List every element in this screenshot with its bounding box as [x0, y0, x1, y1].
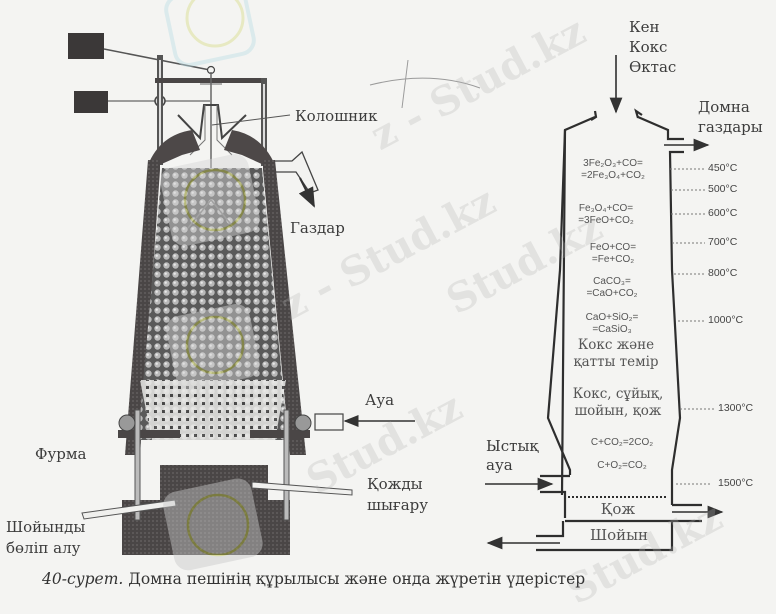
pencil-mark — [369, 59, 481, 109]
label-limestone: Өктас — [629, 58, 677, 76]
reaction-4-line2: =CaO+CO₂ — [586, 288, 638, 299]
label-slag-tap-line1: Қожды — [367, 475, 423, 493]
counterweight-top — [68, 33, 104, 59]
temp-1500: 1500°C — [718, 477, 754, 489]
label-hot-air-line2: ауа — [486, 456, 513, 474]
temp-1300: 1300°C — [718, 402, 754, 414]
zone-coke-liquid: Кокс, сұйық, шойын, қож — [556, 386, 680, 420]
figure-number: 40-сурет. — [42, 570, 124, 588]
zone-coke-liquid-line1: Кокс, сұйық, — [572, 386, 664, 402]
reaction-c-co2: C+CO₂=2CO₂ — [590, 437, 654, 448]
reaction-3-line2: =Fe+CO₂ — [591, 254, 635, 265]
label-pig-iron: Шойын — [589, 526, 649, 544]
reaction-2-line1: Fe₃O₄+CO= — [578, 203, 634, 214]
reaction-2: Fe₃O₄+CO= =3FeO+CO₂ — [566, 203, 646, 227]
reaction-4: CaCO₃= =CaO+CO₂ — [572, 276, 652, 300]
label-hot-air-line1: Ыстық — [486, 437, 539, 455]
zone-coke-liquid-line2: шойын, қож — [574, 403, 662, 419]
counterweight-bottom — [74, 91, 108, 113]
reaction-3-line1: FeO+CO= — [589, 242, 637, 253]
label-gases: Газдар — [290, 219, 345, 237]
label-ore: Кен — [629, 18, 660, 36]
reaction-1-line2: =2Fe₃O₄+CO₂ — [581, 170, 645, 181]
reaction-5-line1: CaO+SiO₂= — [585, 312, 639, 323]
reaction-5-line2: =CaSiO₃ — [592, 324, 632, 335]
temp-700: 700°C — [708, 236, 738, 248]
figure-caption: 40-сурет. Домна пешінің құрылысы және он… — [42, 570, 585, 588]
label-furnace-gas-line1: Домна — [698, 98, 750, 116]
label-coke: Кокс — [629, 38, 668, 56]
temp-450: 450°C — [708, 162, 738, 174]
temp-500: 500°C — [708, 183, 738, 195]
diagram-canvas — [68, 0, 724, 571]
label-air: Ауа — [365, 391, 395, 409]
reaction-5: CaO+SiO₂= =CaSiO₃ — [572, 312, 652, 336]
zone-coke-solid-line2: қатты темір — [573, 354, 659, 370]
reaction-4-line1: CaCO₃= — [593, 276, 631, 287]
reaction-2-line2: =3FeO+CO₂ — [578, 215, 634, 226]
watermark-logos — [160, 0, 263, 571]
label-iron-tap-line2: бөліп алу — [6, 539, 81, 557]
temp-1000: 1000°C — [708, 314, 744, 326]
reaction-1: 3Fe₂O₃+CO= =2Fe₃O₄+CO₂ — [568, 158, 658, 182]
temp-600: 600°C — [708, 207, 738, 219]
zone-coke-solid-iron: Кокс және қатты темір — [562, 337, 670, 371]
label-furnace-gas-line2: газдары — [698, 118, 763, 136]
figure-caption-text: Домна пешінің құрылысы және онда жүретін… — [123, 570, 586, 588]
reaction-c-o2: C+O₂=CO₂ — [597, 460, 647, 471]
reaction-1-line1: 3Fe₂O₃+CO= — [583, 158, 643, 169]
label-tuyere: Фурма — [35, 445, 87, 463]
label-iron-tap-line1: Шойынды — [6, 518, 86, 536]
temp-800: 800°C — [708, 267, 738, 279]
label-slag-tap-line2: шығару — [367, 496, 429, 514]
label-koloshnik: Колошник — [295, 107, 378, 125]
blast-furnace-illustration — [68, 33, 415, 555]
blast-furnace-schematic — [485, 55, 724, 552]
zone-coke-solid-line1: Кокс және — [577, 337, 655, 353]
reaction-3: FeO+CO= =Fe+CO₂ — [573, 242, 653, 266]
label-slag: Қож — [600, 500, 636, 518]
